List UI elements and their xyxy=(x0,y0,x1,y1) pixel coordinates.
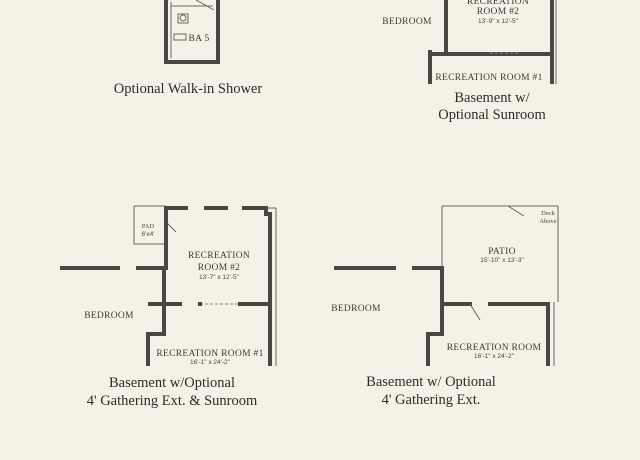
rec1-label-left: RECREATION ROOM #1 xyxy=(156,349,263,359)
caption-gathering-line1: Basement w/ Optional xyxy=(366,374,496,390)
rec1-dim-right: 16'-1" x 24'-2" xyxy=(474,353,515,360)
deck-above-line1: Deck xyxy=(541,210,555,217)
sunroom-plan: BEDROOM RECREATION ROOM #2 13'-9" x 12'-… xyxy=(382,0,557,84)
rec2-label-line1: RECREATION xyxy=(188,251,250,261)
rec2-dim-top: 13'-9" x 12'-5" xyxy=(478,18,519,25)
ba5-label: BA 5 xyxy=(189,34,210,44)
gathering-sunroom-plan: PAD 6'x4' RECREATION ROOM #2 13'-7" x 12… xyxy=(60,205,277,366)
bedroom-label-top: BEDROOM xyxy=(382,17,432,27)
pad-label: PAD xyxy=(142,223,155,230)
rec2-label-top-line1: RECREATION xyxy=(467,0,529,7)
rec2-label-top-line2: ROOM #2 xyxy=(477,7,519,17)
rec1-label-top: RECREATION ROOM #1 xyxy=(435,73,542,83)
pad-dim: 6'x4' xyxy=(142,231,155,238)
rec2-dim: 13'-7" x 12'-5" xyxy=(199,274,240,281)
deck-above-line2: Above xyxy=(539,218,556,225)
patio-label: PATIO xyxy=(488,247,516,257)
bedroom-label-right: BEDROOM xyxy=(331,304,381,314)
caption-gathering-line2: 4' Gathering Ext. xyxy=(382,392,481,408)
gathering-plan: Deck Above PATIO 15'-10" x 13'-3" BEDROO… xyxy=(331,205,559,366)
rec-room-label-right: RECREATION ROOM xyxy=(447,343,542,353)
bedroom-label-left: BEDROOM xyxy=(84,311,134,321)
caption-gathering-sunroom-line2: 4' Gathering Ext. & Sunroom xyxy=(87,393,258,409)
caption-sunroom-line2: Optional Sunroom xyxy=(438,107,546,123)
walkin-shower-plan: BA 5 xyxy=(164,0,220,64)
rec2-label-line2: ROOM #2 xyxy=(198,263,240,273)
rec1-dim-left: 16'-1" x 24'-2" xyxy=(190,359,231,366)
patio-dim: 15'-10" x 13'-3" xyxy=(480,257,524,264)
caption-gathering-sunroom-line1: Basement w/Optional xyxy=(109,375,235,391)
caption-walkin-shower: Optional Walk-in Shower xyxy=(114,81,263,97)
caption-sunroom-line1: Basement w/ xyxy=(454,90,530,106)
